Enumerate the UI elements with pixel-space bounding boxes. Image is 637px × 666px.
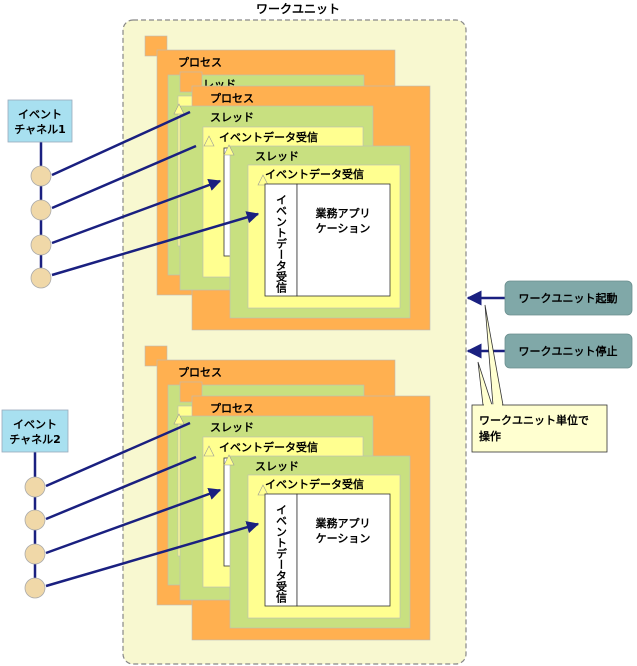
channel-1-label-line2: チャネル1 bbox=[14, 123, 66, 136]
channel-1-node bbox=[30, 234, 52, 256]
process-set-1: プロセス スレッド プロセス スレッド イベントデータ受信 イベントデータ受信 … bbox=[144, 35, 431, 331]
channel-1-node bbox=[30, 267, 52, 289]
receiver-b-marker bbox=[257, 484, 269, 496]
thread-a-marker bbox=[173, 103, 185, 115]
channel-2-node bbox=[24, 577, 46, 599]
channel-1-label-line1: イベント bbox=[18, 108, 62, 121]
receiver-b-label: イベントデータ受信 bbox=[265, 167, 364, 181]
channel-2-node bbox=[24, 476, 46, 498]
receiver-a-label: イベントデータ受信 bbox=[219, 130, 318, 144]
channel-1-box bbox=[7, 99, 73, 143]
channel-2-link-2 bbox=[45, 455, 197, 521]
channel-1-link-1 bbox=[51, 110, 191, 177]
business-app-panel-2 bbox=[296, 493, 391, 607]
channel-2-link-4 bbox=[45, 521, 260, 588]
workunit-controls: ワークユニット起動 ワークユニット停止 ワークユニット単位で 操作 bbox=[466, 280, 633, 453]
thread-b-marker bbox=[223, 454, 235, 466]
channel-1-node bbox=[30, 165, 52, 187]
process-set-2: プロセス プロセス スレッド イベントデータ受信 イベントデータ受信 スレッド … bbox=[144, 345, 431, 641]
receiver-b-label: イベントデータ受信 bbox=[265, 477, 364, 491]
stop-workunit-label: ワークユニット停止 bbox=[519, 344, 618, 358]
event-channel-2: イベント チャネル2 bbox=[1, 409, 260, 599]
note-line2: 操作 bbox=[479, 429, 501, 443]
channel-2-link-3 bbox=[45, 487, 222, 555]
event-channel-1: イベント チャネル1 bbox=[7, 99, 260, 289]
note-line1: ワークユニット単位で bbox=[479, 413, 589, 427]
channel-2-link-1 bbox=[45, 421, 191, 488]
thread-a-marker bbox=[173, 413, 185, 425]
thread-b-marker bbox=[223, 144, 235, 156]
channel-2-label-line1: イベント bbox=[13, 418, 57, 431]
receiver-b-vertical: イベントデータ受信 bbox=[275, 504, 288, 604]
business-app-line2: ケーション bbox=[316, 222, 371, 235]
channel-1-node bbox=[30, 199, 52, 221]
channel-2-node bbox=[24, 509, 46, 531]
business-app-line1: 業務アプリ bbox=[315, 516, 371, 530]
process-back-label: プロセス bbox=[178, 55, 222, 69]
receiver-b-marker bbox=[257, 174, 269, 186]
note-callout-pointer bbox=[484, 304, 504, 406]
thread-a-label: スレッド bbox=[210, 421, 254, 434]
start-workunit-button[interactable] bbox=[504, 280, 633, 316]
channel-2-node bbox=[24, 543, 46, 565]
thread-a-label: スレッド bbox=[210, 111, 254, 124]
receiver-a-label: イベントデータ受信 bbox=[219, 440, 318, 454]
receiver-vertical-panel-b bbox=[264, 493, 298, 607]
thread-b-label: スレッド bbox=[255, 460, 299, 473]
business-app-line1: 業務アプリ bbox=[315, 206, 371, 220]
channel-1-link-2 bbox=[51, 144, 197, 210]
thread-b-label: スレッド bbox=[255, 150, 299, 163]
process-back-label: プロセス bbox=[178, 365, 222, 379]
channel-2-label-line2: チャネル2 bbox=[9, 433, 61, 446]
stop-workunit-button[interactable] bbox=[504, 333, 633, 369]
note-box bbox=[471, 404, 608, 453]
channel-1-link-4 bbox=[51, 211, 260, 277]
process-front-label: プロセス bbox=[210, 91, 254, 105]
receiver-b-vertical: イベントデータ受信 bbox=[275, 194, 288, 294]
process-front-label: プロセス bbox=[210, 401, 254, 415]
receiver-a-marker bbox=[203, 135, 215, 147]
channel-2-box bbox=[1, 409, 69, 453]
receiver-vertical-panel-b bbox=[264, 183, 298, 297]
start-workunit-label: ワークユニット起動 bbox=[519, 291, 618, 305]
business-app-panel-1 bbox=[296, 183, 391, 297]
business-app-line2: ケーション bbox=[316, 532, 371, 545]
receiver-a-marker bbox=[203, 445, 215, 457]
channel-1-link-3 bbox=[51, 179, 222, 245]
workunit-title: ワークユニット bbox=[256, 2, 340, 16]
